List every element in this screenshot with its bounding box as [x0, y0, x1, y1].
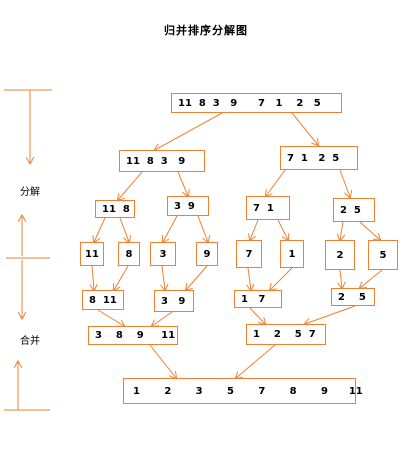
- right-half-node: 7 1 2 5: [280, 146, 358, 170]
- merge-arrow-m2left-final: [149, 344, 176, 378]
- merge-arrow-2-d: [340, 269, 342, 288]
- leaf-node-11: 11: [80, 242, 104, 266]
- merge-arrow-d-m2right: [305, 305, 356, 324]
- leaf-node-8: 8: [118, 242, 140, 266]
- split-arrow-c-1: [277, 219, 288, 240]
- merge-arrow-b-m2left: [152, 311, 173, 326]
- merged-left-half: 3 8 9 11: [88, 326, 178, 345]
- split-arrow-c-7: [250, 219, 259, 240]
- split-arrow-d-5: [359, 221, 380, 240]
- merge-arrow-8-a: [114, 265, 129, 290]
- split-arrow-root-right: [291, 112, 318, 145]
- leaf-node-9: 9: [196, 242, 218, 266]
- sorted-result-node: 1 2 3 5 7 8 9 11: [123, 378, 363, 404]
- merge-arrow-7-c: [248, 267, 251, 290]
- root-array-node: 11 8 3 9 7 1 2 5: [171, 93, 342, 113]
- leaf-node-2: 2: [325, 240, 355, 270]
- diagram-title: 归并排序分解图: [164, 24, 248, 37]
- leaf-node-1: 1: [280, 240, 304, 268]
- merge-phase-label: 合并: [20, 336, 40, 347]
- merge-arrow-5-d: [360, 269, 383, 288]
- leaf-node-7: 7: [236, 240, 262, 268]
- merged-pair-3-9: 3 9: [154, 290, 194, 312]
- split-arrow-b-9: [197, 215, 208, 242]
- merged-pair-2-5: 2 5: [331, 288, 375, 306]
- merge-arrow-a-m2left: [97, 309, 124, 326]
- split-arrow-l1left-b: [177, 171, 188, 196]
- merge-arrow-3-b: [162, 265, 165, 290]
- quarter-node-11-8: 11 8: [95, 200, 135, 218]
- split-arrow-l1left-a: [118, 171, 143, 200]
- quarter-node-7-1: 7 1: [246, 196, 290, 220]
- merge-arrow-m2right-final: [236, 344, 276, 378]
- split-arrow-l1right-c: [266, 169, 286, 196]
- quarter-node-2-5: 2 5: [333, 198, 375, 222]
- merge-arrow-9-b: [186, 265, 208, 290]
- merge-arrow-11-a: [92, 265, 94, 290]
- leaf-node-5: 5: [368, 240, 398, 270]
- split-arrow-d-2: [340, 221, 343, 240]
- split-phase-label: 分解: [20, 187, 40, 198]
- leaf-node-3: 3: [150, 242, 176, 266]
- split-arrow-l1right-d: [339, 169, 350, 197]
- quarter-node-3-9: 3 9: [167, 196, 209, 216]
- merge-arrow-c-m2right: [249, 307, 265, 324]
- left-half-node: 11 8 3 9: [119, 150, 205, 172]
- merged-pair-1-7: 1 7: [234, 290, 282, 308]
- merged-right-half: 1 2 5 7: [246, 324, 326, 345]
- split-arrow-a-11: [94, 217, 106, 242]
- split-arrow-root-left: [155, 112, 223, 150]
- merge-arrow-1-c: [270, 267, 293, 290]
- split-arrow-b-3: [163, 215, 178, 242]
- merged-pair-8-11: 8 11: [82, 290, 124, 310]
- split-arrow-a-8: [119, 217, 129, 242]
